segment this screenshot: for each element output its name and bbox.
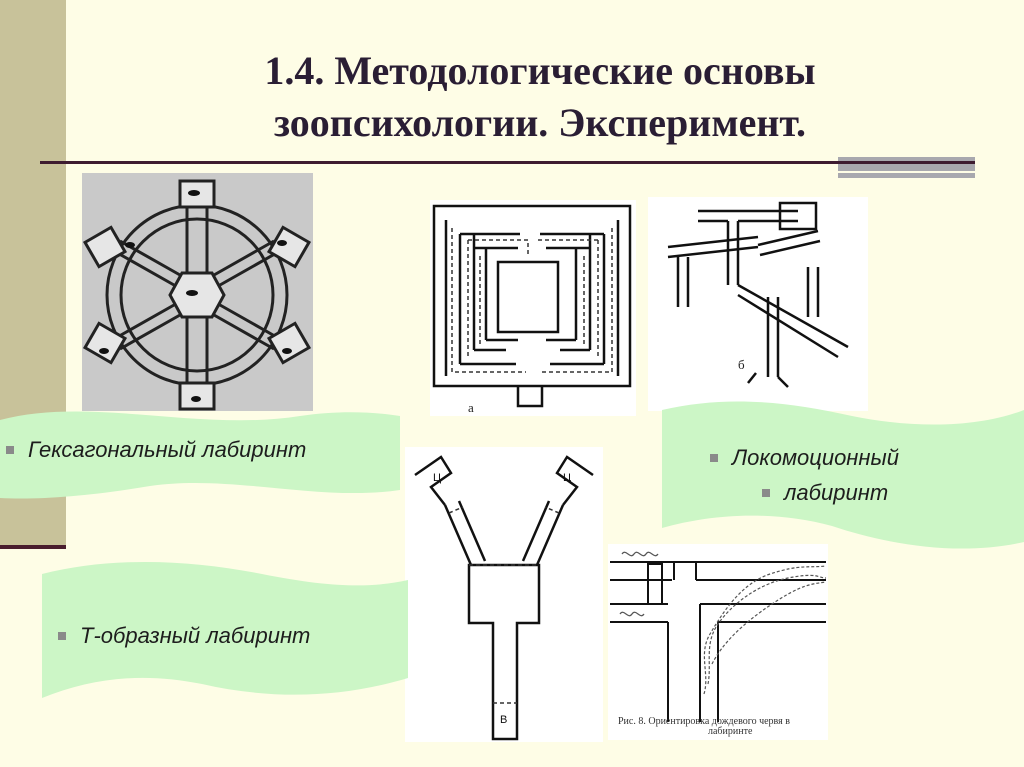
caption-band-hexagonal [0,411,400,499]
maze-a-drawing: а [432,204,632,415]
maze-b-drawing: б [667,201,849,388]
maze-b-figure: б [648,197,868,411]
worm-maze-drawing: Рис. 8. Ориентировка дождевого червя в л… [610,551,827,737]
title-rule [40,161,975,164]
caption-t-shaped: Т-образный лабиринт [58,623,310,649]
worm-caption-line-2: лабиринте [708,726,753,737]
hexagonal-maze-figure [82,173,313,411]
bullet-icon [762,489,770,497]
slide-title: 1.4. Методологические основы зоопсихолог… [140,45,940,149]
t-maze-figure: Ц Ц В [405,447,603,742]
worm-maze-figure: Рис. 8. Ориентировка дождевого червя в л… [608,544,828,740]
caption-hexagonal: Гексагональный лабиринт [6,437,306,463]
caption-locomotion-text-1: Локомоционный [732,445,899,470]
caption-band-locomotion [662,401,1024,549]
caption-band-t-shaped [42,561,408,698]
hexagonal-maze-drawing [82,179,312,411]
side-rule [0,545,66,549]
title-rule-grey [838,157,975,171]
t-maze-left-label: Ц [433,472,441,484]
title-line-1: 1.4. Методологические основы [264,48,816,93]
t-maze-right-label: Ц [563,472,571,484]
bullet-icon [710,454,718,462]
t-maze-drawing: Ц Ц В [414,455,594,741]
title-rule-grey-thin [838,173,975,178]
maze-a-figure: а [430,200,636,416]
caption-hexagonal-text: Гексагональный лабиринт [28,437,307,462]
bullet-icon [6,446,14,454]
maze-b-label: б [738,357,745,372]
caption-locomotion-1: Локомоционный [710,445,899,471]
caption-t-shaped-text: Т-образный лабиринт [80,623,311,648]
bullet-icon [58,632,66,640]
t-maze-stem-label: В [500,714,507,726]
title-line-2: зоопсихологии. Эксперимент. [273,100,807,145]
caption-locomotion-text-2: лабиринт [784,480,889,505]
maze-a-label: а [468,400,474,415]
caption-locomotion-2: лабиринт [762,480,888,506]
worm-caption-line-1: Рис. 8. Ориентировка дождевого червя в [618,716,790,727]
